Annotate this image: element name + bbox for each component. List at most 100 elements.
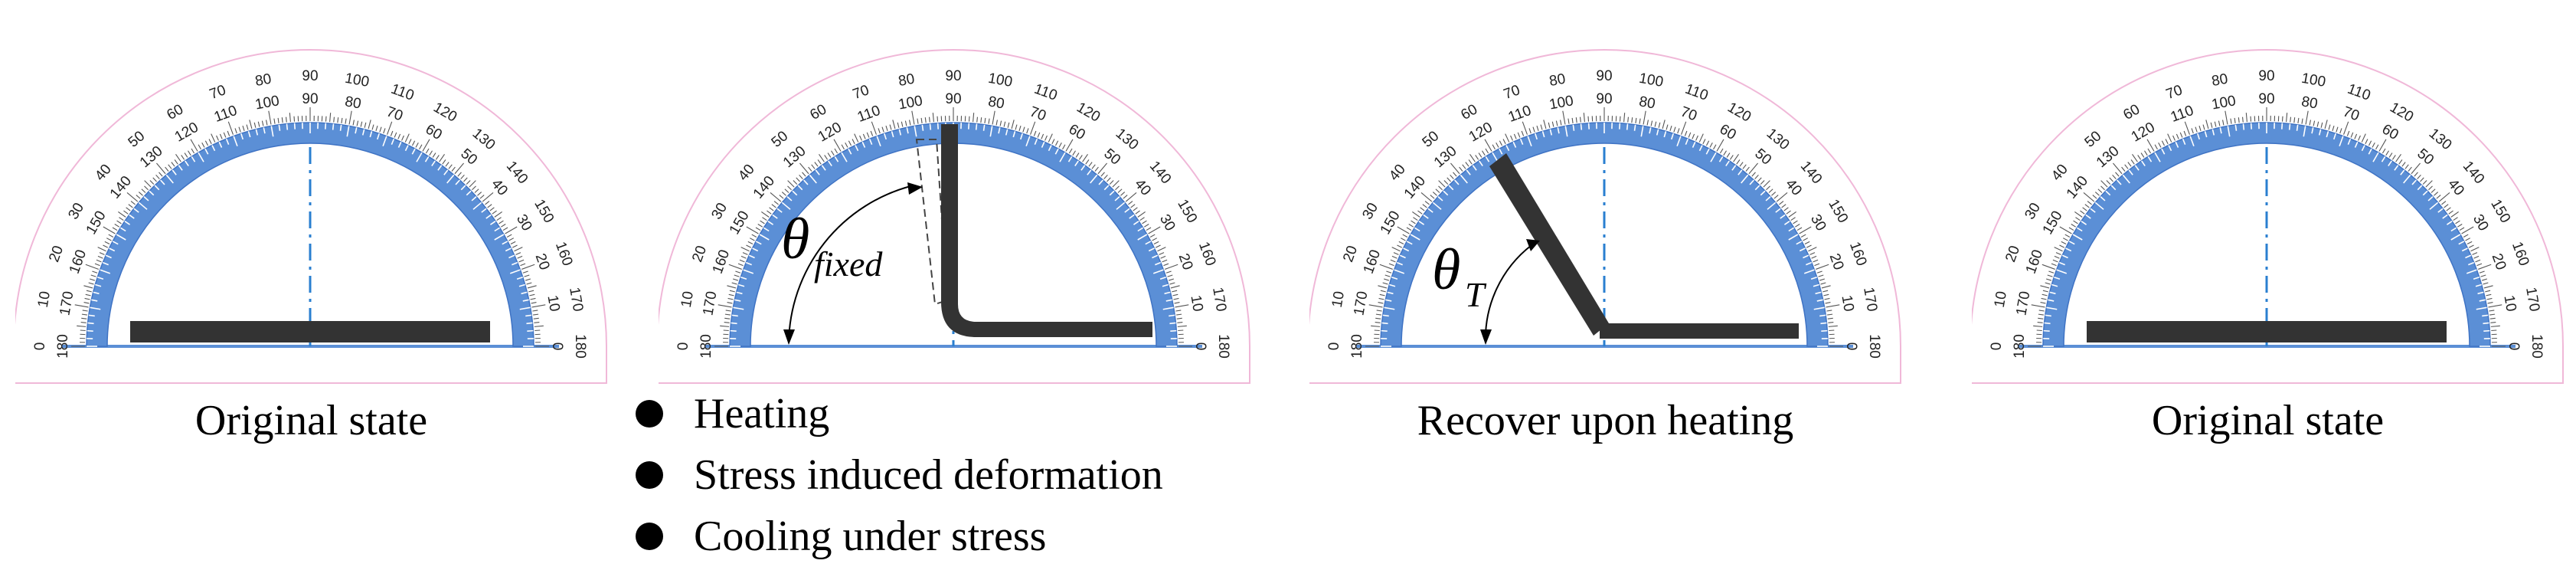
scale-tick (1133, 221, 1139, 225)
outer-tick (2483, 282, 2489, 285)
outer-tick (980, 117, 982, 123)
outer-tick (740, 255, 747, 259)
outer-tick (2234, 117, 2236, 123)
scale-tick (1403, 247, 1410, 252)
outer-tick (530, 297, 536, 300)
outer-tick (1669, 125, 1672, 132)
scale-tick (1164, 291, 1171, 295)
outer-tick (841, 144, 845, 150)
scale-tick (1626, 123, 1629, 130)
outer-tick (1631, 117, 1633, 123)
outer-tick (2328, 124, 2331, 130)
outer-tick (474, 188, 479, 193)
scale-tick (2061, 254, 2068, 259)
scale-tick (921, 124, 924, 131)
outer-tick (517, 255, 523, 259)
outer-tick (1054, 140, 1059, 146)
outer-tick (2172, 135, 2176, 141)
outer-tick (85, 293, 91, 297)
outer-tick (1051, 139, 1055, 144)
outer-tick (2094, 192, 2100, 196)
outer-tick (1677, 128, 1680, 134)
outer-tick (1378, 297, 1384, 300)
outer-tick (2144, 150, 2148, 156)
scale-tick (160, 179, 165, 185)
outer-tick (156, 162, 166, 175)
scale-tick (1819, 314, 1826, 317)
outer-tick (992, 110, 995, 125)
scale-tick (989, 126, 993, 137)
outer-tick (1115, 185, 1120, 191)
outer-tick (1475, 155, 1479, 160)
outer-tick (1781, 204, 1787, 208)
scale-tick (2311, 127, 2314, 134)
inner-scale-label: 10 (1187, 294, 1205, 313)
outer-tick (1742, 164, 1747, 169)
outer-tick (1819, 278, 1826, 281)
outer-tick (1799, 226, 1812, 234)
scale-tick (2227, 126, 2231, 137)
outer-tick (2097, 188, 2103, 193)
outer-tick (460, 174, 465, 179)
outer-tick (2343, 121, 2349, 135)
outer-tick (2112, 174, 2117, 179)
outer-tick (2245, 113, 2247, 123)
outer-tick (527, 285, 537, 289)
scale-tick (255, 129, 259, 136)
outer-tick (448, 164, 453, 169)
outer-tick (1536, 125, 1539, 132)
scale-tick (2450, 227, 2457, 232)
scale-tick (1472, 165, 1477, 171)
outer-tick (1484, 139, 1492, 152)
outer-tick (2368, 140, 2372, 146)
outer-tick (149, 180, 155, 185)
outer-tick (2059, 244, 2064, 248)
outer-tick (1072, 150, 1076, 156)
outer-scale-label: 180 (1215, 334, 1231, 359)
outer-tick (104, 241, 110, 245)
outer-tick (533, 317, 539, 319)
outer-tick (2463, 234, 2469, 238)
outer-tick (1137, 211, 1146, 218)
scale-tick (861, 141, 866, 148)
scale-tick (1087, 169, 1092, 175)
scale-tick (1109, 190, 1115, 196)
outer-tick (1144, 224, 1149, 228)
scale-tick (2450, 234, 2461, 241)
outer-tick (793, 180, 798, 185)
outer-tick (1044, 135, 1048, 141)
outer-tick (1125, 192, 1137, 202)
theta-fixed-label: θ (781, 207, 809, 271)
outer-tick (2083, 192, 2095, 202)
outer-tick (2450, 211, 2459, 218)
scale-tick (211, 145, 216, 152)
outer-tick (848, 140, 852, 146)
outer-tick (188, 150, 191, 156)
outer-tick (2375, 144, 2379, 150)
arrow-head-icon (1526, 239, 1540, 251)
scale-tick (2473, 277, 2480, 280)
outer-tick (97, 255, 103, 259)
outer-tick (1173, 297, 1179, 300)
outer-tick (489, 207, 495, 211)
outer-scale-label: 10 (1329, 290, 1348, 309)
outer-tick (2476, 263, 2483, 267)
outer-tick (1088, 162, 1093, 167)
outer-tick (2365, 139, 2368, 144)
outer-tick (2080, 210, 2085, 215)
outer-tick (2100, 180, 2108, 188)
outer-tick (1695, 135, 1698, 141)
outer-tick (1571, 117, 1574, 123)
outer-tick (404, 133, 410, 143)
outer-tick (824, 155, 829, 160)
outer-tick (2385, 150, 2389, 156)
scale-tick (755, 241, 762, 245)
outer-tick (1739, 162, 1744, 167)
outer-tick (482, 192, 494, 202)
outer-tick (2183, 130, 2187, 136)
outer-tick (817, 159, 822, 165)
outer-tick (1149, 234, 1156, 238)
outer-tick (1383, 278, 1390, 281)
outer-tick (2210, 122, 2213, 128)
scale-tick (240, 133, 244, 140)
